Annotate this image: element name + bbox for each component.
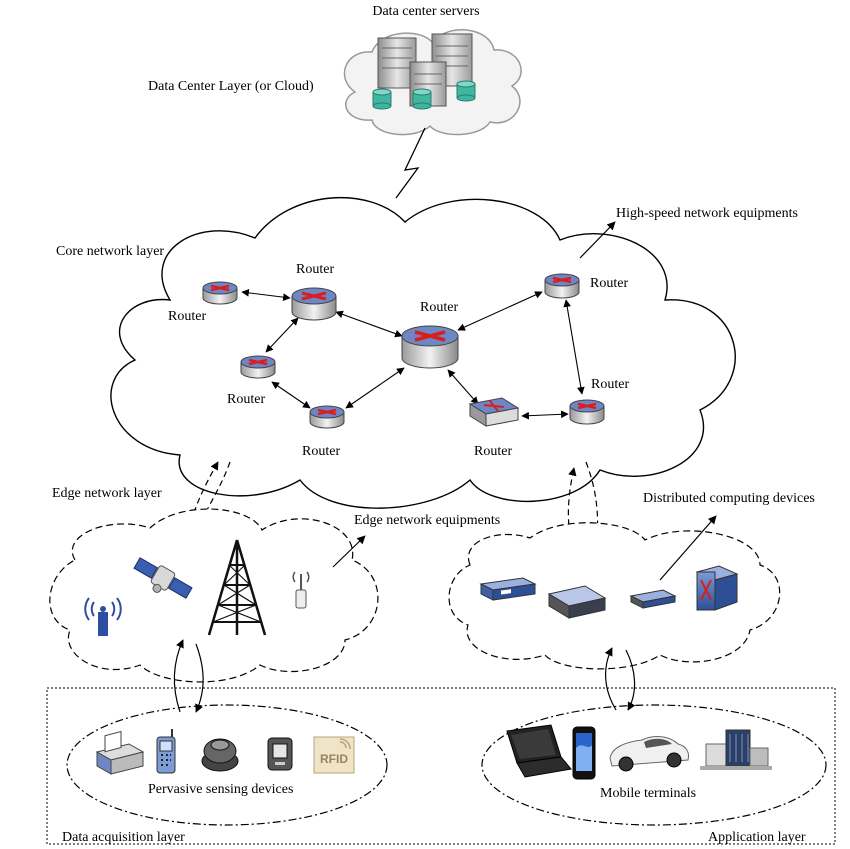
acquisition-application-box bbox=[46, 687, 836, 845]
sensing-ellipse bbox=[66, 704, 388, 826]
antenna-icon bbox=[292, 571, 310, 609]
pointer-arrow bbox=[659, 515, 717, 581]
wireless-link-icon bbox=[395, 127, 426, 199]
mobile-ellipse bbox=[481, 704, 827, 826]
fax-printer-icon bbox=[95, 730, 145, 775]
card-reader-icon bbox=[267, 737, 293, 771]
smartphone-icon bbox=[572, 726, 596, 780]
pervasive-label: Pervasive sensing devices bbox=[148, 782, 294, 797]
router-label: Router bbox=[590, 276, 629, 291]
router-label: Router bbox=[168, 309, 207, 324]
router-icon bbox=[240, 355, 276, 379]
smart-building-icon bbox=[700, 729, 772, 770]
core-layer-label: Core network layer bbox=[56, 244, 165, 259]
switch-router-icon bbox=[468, 397, 520, 427]
router-label: Router bbox=[474, 444, 513, 459]
core-links bbox=[241, 289, 585, 420]
cloud-layer-label: Data Center Layer (or Cloud) bbox=[148, 79, 314, 94]
router-label: Router bbox=[227, 392, 266, 407]
rfid-tag-icon: RFID bbox=[313, 736, 355, 774]
acquisition-layer-label: Data acquisition layer bbox=[62, 830, 185, 845]
router-icon bbox=[569, 399, 605, 425]
edge-cloud-right bbox=[448, 522, 781, 670]
network-device-icon bbox=[479, 577, 537, 601]
high-speed-label: High-speed network equipments bbox=[616, 206, 798, 221]
database-disk-icon bbox=[372, 80, 476, 110]
router-label: Router bbox=[296, 262, 335, 277]
router-label: Router bbox=[591, 377, 630, 392]
laptop-icon bbox=[506, 724, 572, 778]
router-label: Router bbox=[302, 444, 341, 459]
router-icon bbox=[401, 325, 459, 369]
router-icon bbox=[544, 273, 580, 299]
router-label: Router bbox=[420, 300, 459, 315]
satellite-icon bbox=[133, 557, 193, 599]
pointer-arrow bbox=[332, 535, 366, 568]
router-icon bbox=[291, 287, 337, 321]
distributed-label: Distributed computing devices bbox=[643, 491, 815, 506]
wireless-tower-icon bbox=[84, 597, 122, 636]
diagram-title: Data center servers bbox=[372, 4, 480, 19]
edge-cloud-left bbox=[49, 508, 379, 683]
switch-icon bbox=[547, 585, 607, 619]
sensor-icon bbox=[201, 738, 239, 772]
edge-layer-label: Edge network layer bbox=[52, 486, 162, 501]
hub-icon bbox=[629, 589, 677, 609]
cell-tower-icon bbox=[207, 539, 267, 636]
svg-text:RFID: RFID bbox=[320, 752, 348, 766]
router-icon bbox=[202, 281, 238, 305]
server-rack-icon bbox=[377, 33, 473, 107]
edge-equipment-label: Edge network equipments bbox=[354, 513, 501, 528]
car-icon bbox=[609, 736, 689, 772]
pointer-arrow bbox=[579, 221, 616, 259]
application-layer-label: Application layer bbox=[708, 830, 806, 845]
router-icon bbox=[309, 405, 345, 429]
mobile-phone-icon bbox=[156, 729, 176, 774]
mobile-label: Mobile terminals bbox=[600, 786, 697, 801]
cross-connect-icon bbox=[695, 565, 739, 611]
